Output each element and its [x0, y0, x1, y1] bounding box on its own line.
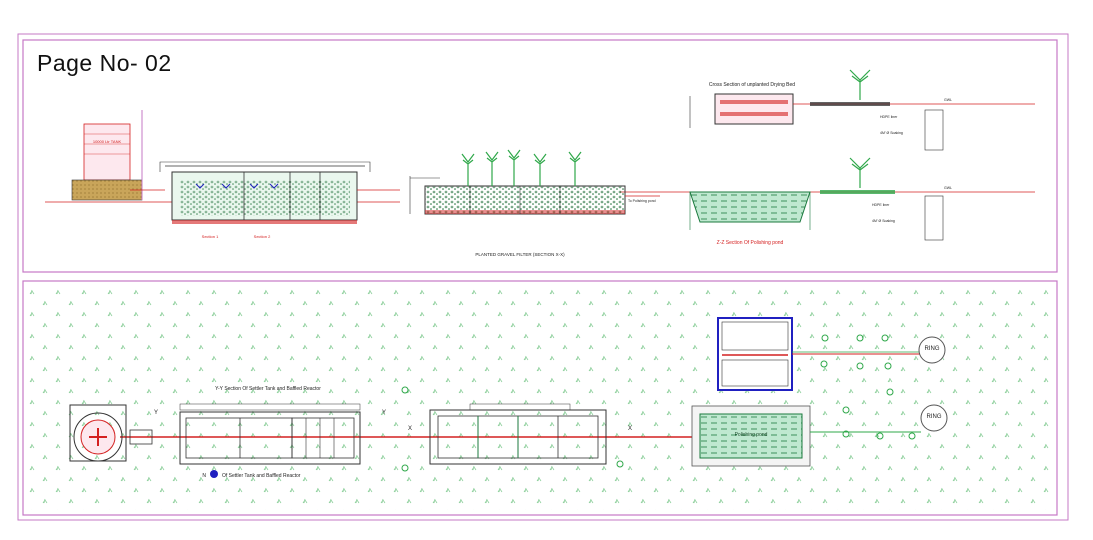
hdpe-label-top: HDPE liner — [880, 115, 898, 119]
soaking-label-bottom: 4M' Ø Soaking — [872, 219, 895, 223]
gwl-label-bottom: GWL — [944, 186, 952, 190]
mark-y-right: Y — [382, 410, 386, 416]
polishing-pond-label: Polishing pond — [735, 432, 768, 438]
plan-title: Of Settler Tank and Baffled Reactor — [222, 473, 301, 479]
polishing-pond-section: Z-Z Section Of Polishing pond HDPE liner… — [689, 157, 952, 246]
vegetation-field — [28, 286, 1052, 510]
ring-top-label: RING — [925, 346, 940, 352]
section1-label: Section 1 — [202, 234, 219, 239]
mark-y-left: Y — [154, 410, 158, 416]
mark-x-left: X — [408, 426, 412, 432]
tank-label: 10000 Ltr TANK — [93, 139, 122, 144]
planted-gravel-filter: PLANTED GRAVEL FILTER (SECTION X-X) To P… — [409, 149, 660, 257]
mark-x-right: X — [628, 426, 632, 432]
ring-top: RING — [918, 336, 946, 364]
top-panel: 10000 Ltr TANK Section 1 Section 2 — [45, 69, 1035, 257]
plan-prefix: N — [202, 473, 206, 479]
hdpe-label-bottom: HDPE liner — [872, 203, 890, 207]
soaking-label-top: 4M' Ø Soaking — [880, 131, 903, 135]
drying-bed-plan — [717, 317, 920, 391]
overhead-tank: 10000 Ltr TANK — [71, 110, 165, 201]
settler-plan: Y-Y Section Of Settler Tank and Baffled … — [154, 386, 386, 479]
settler-tank-section: Section 1 Section 2 — [159, 161, 400, 239]
pond-section-title: Z-Z Section Of Polishing pond — [717, 240, 784, 246]
to-polishing-label: To Polishing pond — [628, 199, 656, 203]
bottom-panel-frame — [22, 280, 1058, 516]
north-marker — [210, 470, 218, 478]
pgf-title: PLANTED GRAVEL FILTER (SECTION X-X) — [475, 252, 565, 257]
ring-bottom-label: RING — [927, 414, 942, 420]
bottom-panel: Y-Y Section Of Settler Tank and Baffled … — [28, 286, 1052, 510]
gwl-label-top: GWL — [944, 98, 952, 102]
tank-plan — [69, 404, 153, 462]
section2-label: Section 2 — [254, 234, 271, 239]
drying-bed-title: Cross Section of unplanted Drying Bed — [709, 82, 795, 88]
shrubs — [401, 334, 916, 472]
drying-bed-section: Cross Section of unplanted Drying Bed HD… — [689, 69, 1035, 151]
yy-section-title: Y-Y Section Of Settler Tank and Baffled … — [215, 386, 321, 392]
top-panel-frame — [22, 39, 1058, 273]
ring-bottom: RING — [920, 404, 948, 432]
page-title: Page No- 02 — [37, 50, 172, 76]
polishing-pond-plan: Polishing pond — [691, 405, 811, 467]
outer-frame — [17, 33, 1069, 521]
pgf-plan: X X — [408, 403, 632, 465]
